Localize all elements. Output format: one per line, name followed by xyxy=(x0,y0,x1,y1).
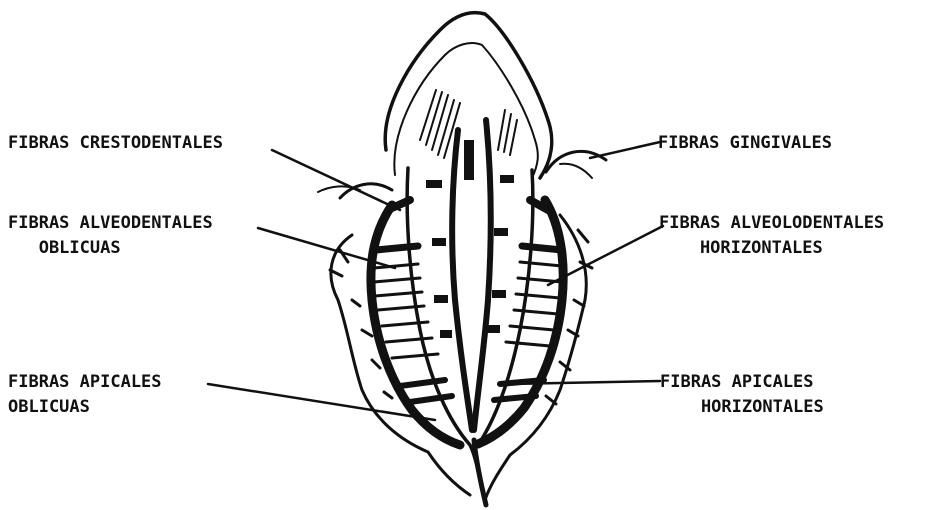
ligament-fibers-left xyxy=(374,246,452,402)
label-fibras-alveolodentales-horizontales: FIBRAS ALVEOLODENTALES HORIZONTALES xyxy=(659,211,884,261)
label-fibras-crestodentales: FIBRAS CRESTODENTALES xyxy=(8,131,223,156)
label-fibras-apicales-horizontales: FIBRAS APICALES HORIZONTALES xyxy=(660,370,824,420)
leader-gingivales xyxy=(590,142,660,158)
label-fibras-alveodentales-oblicuas: FIBRAS ALVEODENTALES OBLICUAS xyxy=(8,211,213,261)
crest-fibers xyxy=(392,200,548,210)
tooth-root xyxy=(407,168,533,490)
label-fibras-gingivales: FIBRAS GINGIVALES xyxy=(658,131,832,156)
label-fibras-apicales-oblicuas: FIBRAS APICALES OBLICUAS xyxy=(8,370,162,420)
leader-crestodentales xyxy=(272,150,400,210)
dentin-marks xyxy=(426,140,514,338)
